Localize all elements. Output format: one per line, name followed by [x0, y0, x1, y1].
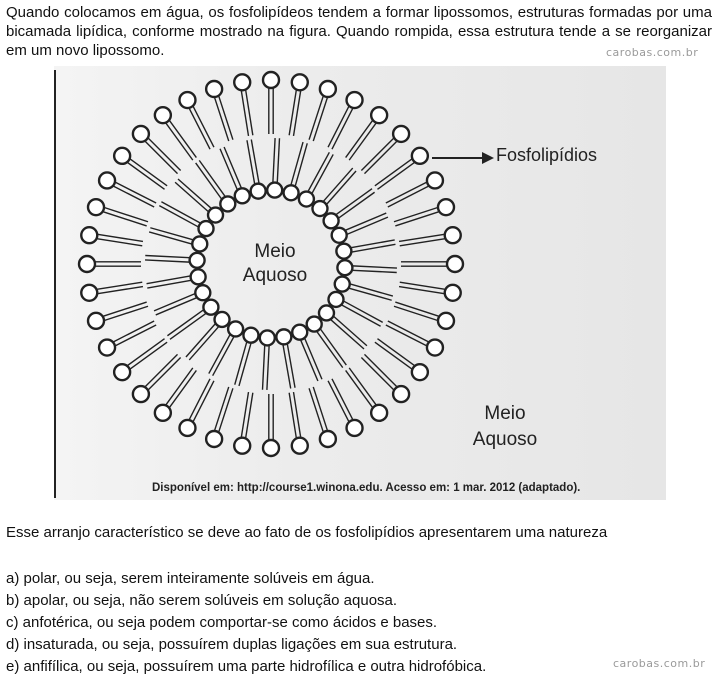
watermark: carobas.com.br: [613, 657, 706, 670]
option-d[interactable]: d) insaturada, ou seja, possuírem duplas…: [6, 636, 458, 653]
phospholipid-molecule: [153, 367, 197, 423]
phospholipid-molecule: [345, 105, 389, 161]
phospholipid-molecule: [112, 338, 168, 382]
phospholipid-molecule: [311, 167, 357, 218]
phospholipid-molecule: [288, 73, 309, 137]
pointer-arrow: [432, 152, 494, 164]
option-a[interactable]: a) polar, ou seja, serem inteiramente so…: [6, 570, 375, 587]
phospholipid-molecule: [275, 328, 296, 389]
phospholipid-molecule: [258, 329, 277, 390]
phospholipid-molecule: [153, 105, 197, 161]
phospholipid-molecule: [185, 310, 231, 361]
phospholipid-molecule: [374, 338, 430, 382]
phospholipid-molecule: [393, 301, 456, 331]
phospholipid-molecule: [146, 268, 207, 289]
phospholipid-molecule: [261, 394, 281, 458]
phospholipid-molecule: [158, 201, 215, 238]
phospholipid-molecule: [178, 90, 215, 150]
phospholipid-molecule: [327, 378, 364, 438]
phospholipid-molecule: [86, 197, 149, 227]
phospholipid-molecule: [112, 146, 168, 190]
phospholipid-molecule: [360, 353, 411, 404]
phospholipid-molecule: [327, 90, 364, 150]
phospholipid-molecule: [204, 386, 234, 449]
option-c[interactable]: c) anfotérica, ou seja podem comportar-s…: [6, 614, 438, 631]
phospholipid-molecule: [80, 281, 144, 302]
phospholipid-molecule: [282, 141, 308, 202]
phospholipid-molecule: [131, 353, 182, 404]
phospholipid-molecule: [327, 290, 384, 327]
phospholipid-molecule: [195, 159, 237, 213]
phospholipids-label: Fosfolipídios: [496, 145, 598, 165]
option-e[interactable]: e) anfifílica, ou seja, possuírem uma pa…: [6, 658, 487, 675]
phospholipid-molecule: [360, 124, 411, 175]
phospholipid-molecule: [261, 70, 281, 134]
phospholipid-molecule: [219, 146, 251, 205]
phospholipid-molecule: [153, 284, 212, 316]
phospholipid-molecule: [97, 171, 157, 208]
phospholipid-molecule: [174, 178, 225, 224]
phospholipid-molecule: [398, 281, 462, 302]
phospholipid-molecule: [204, 79, 234, 142]
phospholipid-molecule: [317, 304, 368, 350]
phospholipid-molecule: [233, 391, 254, 455]
phospholipid-molecule: [385, 171, 445, 208]
inner-medium-line1: Meio: [254, 241, 296, 262]
inner-medium-line2: Aquoso: [242, 265, 308, 286]
phospholipid-molecule: [208, 320, 245, 377]
phospholipid-molecule: [393, 197, 456, 227]
outer-aqueous-medium-label: Meio Aquoso: [450, 401, 560, 453]
phospholipid-molecule: [77, 254, 141, 274]
figure-left-border: [54, 70, 56, 498]
phospholipid-molecule: [233, 73, 254, 137]
phospholipid-molecule: [308, 386, 338, 449]
phospholipid-molecule: [145, 251, 206, 270]
outer-medium-line2: Aquoso: [472, 429, 538, 450]
phospholipid-molecule: [80, 226, 144, 247]
phospholipid-molecule: [333, 275, 394, 301]
watermark: carobas.com.br: [606, 46, 699, 59]
phospholipid-molecule: [178, 378, 215, 438]
phospholipid-molecule: [305, 315, 347, 369]
phospholipid-molecule: [148, 227, 209, 253]
phospholipid-molecule: [385, 320, 445, 357]
liposome-figure: Fosfolipídios Meio Aquoso Meio Aquoso Di…: [54, 66, 666, 500]
phospholipid-molecule: [335, 239, 396, 260]
phospholipid-molecule: [322, 188, 376, 230]
phospholipid-molecule: [86, 301, 149, 331]
phospholipid-molecule: [246, 139, 267, 200]
inner-aqueous-medium-label: Meio Aquoso: [230, 240, 320, 288]
figure-source-caption: Disponível em: http://course1.winona.edu…: [152, 482, 581, 494]
phospholipid-molecule: [166, 298, 220, 340]
phospholipid-molecule: [374, 146, 430, 190]
outer-medium-line1: Meio: [484, 403, 526, 424]
phospholipid-molecule: [401, 254, 465, 274]
option-b[interactable]: b) apolar, ou seja, não serem solúveis e…: [6, 592, 398, 609]
phospholipid-molecule: [297, 151, 334, 208]
phospholipid-molecule: [291, 323, 323, 382]
phospholipid-molecule: [131, 124, 182, 175]
phospholipid-molecule: [345, 367, 389, 423]
answer-options: a) polar, ou seja, serem inteiramente so…: [6, 568, 486, 678]
phospholipid-molecule: [308, 79, 338, 142]
phospholipid-molecule: [336, 258, 397, 277]
phospholipid-molecule: [265, 138, 284, 199]
intro-paragraph: Quando colocamos em água, os fosfolipíde…: [6, 4, 712, 59]
phospholipid-molecule: [234, 326, 260, 387]
question-text: Esse arranjo característico se deve ao f…: [6, 524, 608, 541]
phospholipid-molecule: [330, 212, 389, 244]
phospholipid-molecule: [97, 320, 157, 357]
phospholipid-molecule: [288, 391, 309, 455]
phospholipid-molecule: [398, 226, 462, 247]
liposome-diagram: [77, 70, 494, 458]
